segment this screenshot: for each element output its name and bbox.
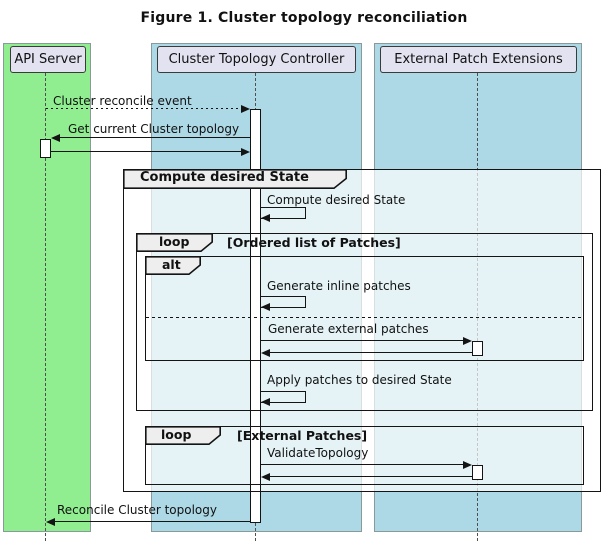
- group-compute-desired-state-header: Compute desired State: [123, 169, 347, 189]
- fragment-loop-patches-header: loop: [136, 233, 213, 252]
- message-validate-topology-label: ValidateTopology: [267, 446, 369, 460]
- message-apply-patches-label: Apply patches to desired State: [267, 373, 452, 387]
- loop-keyword: loop: [159, 234, 190, 249]
- message-reconcile-cluster-topology-line: [53, 521, 250, 523]
- fragment-loop-external-header: loop: [145, 426, 221, 445]
- message-cluster-reconcile-event-line: [46, 108, 242, 110]
- message-external-patches-return-line: [269, 352, 472, 354]
- group-compute-desired-state-border: [123, 169, 601, 492]
- arrowhead-left-icon: [51, 133, 60, 142]
- alt-keyword: alt: [162, 257, 181, 272]
- participant-api-server: API Server: [10, 46, 86, 73]
- fragment-pentagon-icon: [145, 256, 201, 275]
- message-generate-inline-patches-label: Generate inline patches: [267, 279, 411, 293]
- activation-api-server: [40, 139, 51, 158]
- arrowhead-left-icon: [261, 214, 270, 222]
- alt-divider: [146, 317, 583, 319]
- message-topology-return-line: [51, 151, 242, 153]
- arrowhead-left-icon: [261, 303, 270, 311]
- message-cluster-reconcile-event-label: Cluster reconcile event: [53, 94, 192, 108]
- participant-name: API Server: [14, 52, 82, 67]
- arrowhead-left-icon: [261, 472, 270, 481]
- message-validate-topology-line: [261, 464, 464, 466]
- message-reconcile-cluster-topology-label: Reconcile Cluster topology: [57, 503, 217, 517]
- arrowhead-right-icon: [241, 147, 250, 156]
- fragment-pentagon-icon: [145, 426, 221, 445]
- arrowhead-right-icon: [241, 104, 250, 113]
- fragment-loop-patches: [136, 233, 593, 411]
- group-label: Compute desired State: [140, 170, 309, 185]
- message-compute-desired-state-self: [261, 207, 306, 219]
- fragment-loop-external: [145, 426, 584, 485]
- band-api-server: [3, 43, 91, 532]
- arrowhead-left-icon: [261, 398, 270, 406]
- activation-external-1: [472, 341, 483, 356]
- arrowhead-left-icon: [46, 517, 55, 526]
- lifeline-api-server: [45, 73, 46, 541]
- activation-external-2: [472, 465, 483, 480]
- arrowhead-left-icon: [261, 348, 270, 357]
- loop-patches-guard: [Ordered list of Patches]: [227, 235, 401, 250]
- message-validate-return-line: [269, 476, 472, 478]
- message-generate-external-patches-label: Generate external patches: [268, 322, 429, 336]
- participant-external-patch-extensions: External Patch Extensions: [380, 46, 577, 73]
- loop-keyword: loop: [161, 427, 192, 442]
- participant-cluster-topology-controller: Cluster Topology Controller: [157, 46, 356, 73]
- fragment-alt-header: alt: [145, 256, 201, 275]
- participant-name: External Patch Extensions: [394, 52, 563, 67]
- fragment-pentagon-icon: [123, 169, 347, 189]
- fragment-pentagon-icon: [136, 233, 213, 252]
- arrowhead-right-icon: [463, 336, 472, 345]
- message-get-current-cluster-topology-line: [58, 137, 250, 139]
- loop-external-guard: [External Patches]: [237, 428, 368, 443]
- message-compute-desired-state-label: Compute desired State: [267, 193, 406, 207]
- message-generate-external-patches-line: [261, 340, 464, 342]
- message-generate-inline-patches-self: [261, 296, 306, 308]
- fragment-alt: [145, 256, 584, 361]
- diagram-title: Figure 1. Cluster topology reconciliatio…: [140, 10, 468, 26]
- participant-name: Cluster Topology Controller: [168, 52, 345, 67]
- message-apply-patches-self: [261, 391, 306, 403]
- message-get-current-cluster-topology-label: Get current Cluster topology: [68, 122, 240, 136]
- activation-controller: [250, 109, 261, 523]
- arrowhead-right-icon: [463, 460, 472, 469]
